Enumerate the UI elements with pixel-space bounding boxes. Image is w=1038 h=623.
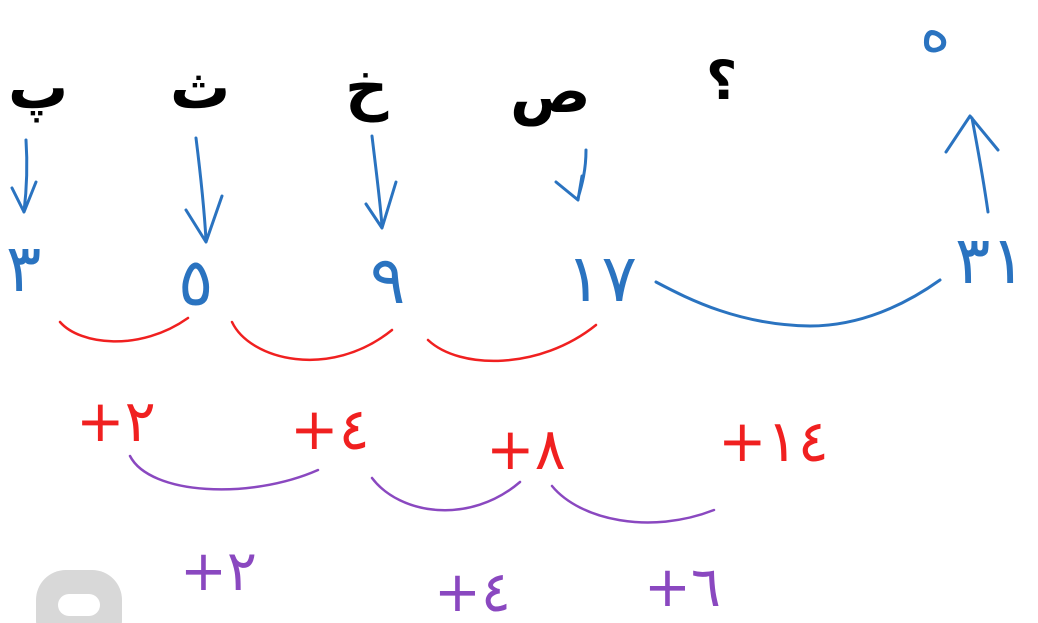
arrow-4 xyxy=(554,148,588,202)
first-difference-3: +٨ xyxy=(486,415,566,483)
first-difference-2: +٤ xyxy=(290,395,370,463)
number-3: ٩ xyxy=(370,242,406,319)
second-difference-3: +٦ xyxy=(644,555,721,620)
letter-3: خ xyxy=(345,53,389,123)
second-difference-2: +٤ xyxy=(434,560,511,623)
first-difference-1: +٢ xyxy=(76,387,156,455)
letter-4: ص xyxy=(510,57,591,127)
letter-1: پ xyxy=(8,53,69,123)
first-difference-4: +١٤ xyxy=(718,407,829,475)
watermark-logo xyxy=(36,570,122,623)
number-5: ٣١ xyxy=(955,222,1026,299)
second-difference-1: +٢ xyxy=(180,539,257,604)
arrow-up-answer xyxy=(944,114,1000,214)
arc-d1-c-d xyxy=(550,484,716,524)
arc-17-31 xyxy=(654,278,942,328)
letter-unknown: ؟ xyxy=(706,49,738,112)
number-4: ١٧ xyxy=(566,240,637,317)
arc-3-5 xyxy=(58,316,190,343)
letter-2: ث xyxy=(170,53,231,123)
answer-letter: ه xyxy=(920,0,951,65)
arc-9-17 xyxy=(426,323,598,363)
arrow-3 xyxy=(364,134,398,230)
number-2: ٥ xyxy=(178,244,214,321)
arc-d1-a-b xyxy=(128,454,320,491)
arc-d1-b-c xyxy=(370,476,522,512)
arc-5-9 xyxy=(230,320,394,361)
arrow-2 xyxy=(184,136,224,244)
number-1: ٣ xyxy=(6,230,42,307)
arrow-1 xyxy=(10,138,38,214)
